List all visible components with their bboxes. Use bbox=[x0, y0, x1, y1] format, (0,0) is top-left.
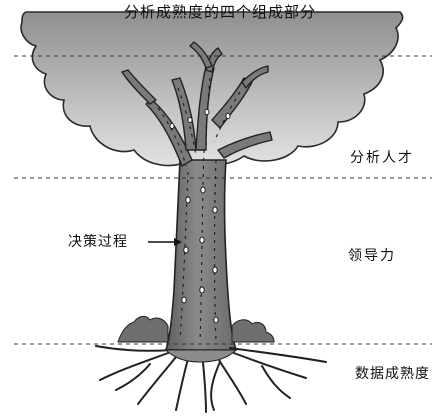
branches bbox=[121, 41, 273, 167]
label-analytics-talent: 分析人才 bbox=[350, 150, 414, 166]
canopy bbox=[20, 11, 404, 167]
right-arrow-icon bbox=[148, 238, 182, 246]
page-title: 分析成熟度的四个组成部分 bbox=[123, 3, 316, 21]
section-dividers bbox=[14, 55, 432, 345]
roots-fill bbox=[164, 349, 238, 363]
label-decision-process: 决策过程 bbox=[68, 234, 128, 250]
trunk-nodes bbox=[169, 108, 231, 324]
label-leadership: 领导力 bbox=[348, 248, 396, 264]
grass bbox=[117, 315, 275, 343]
label-data-maturity: 数据成熟度 bbox=[355, 366, 430, 382]
